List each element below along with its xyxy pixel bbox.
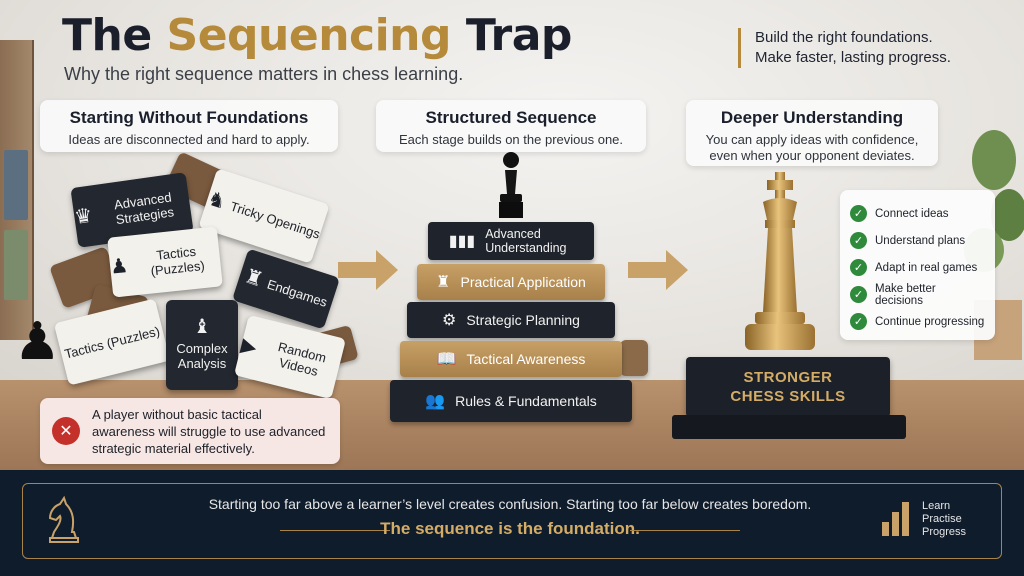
knight-icon bbox=[48, 495, 79, 543]
footer-banner: Starting too far above a learner’s level… bbox=[0, 470, 1024, 576]
left-description: Ideas are disconnected and hard to apply… bbox=[68, 132, 310, 147]
footer-frame bbox=[22, 483, 1002, 559]
book-icon: 📖 bbox=[436, 351, 457, 368]
arrow-right-icon bbox=[666, 250, 688, 290]
crown-icon: ♛ bbox=[72, 204, 94, 229]
king-piece-icon bbox=[745, 172, 815, 350]
step-rules-fundamentals: 👥 Rules & Fundamentals bbox=[390, 380, 632, 422]
pawn-icon: ♟ bbox=[109, 254, 130, 279]
people-icon: 👥 bbox=[425, 393, 446, 410]
bar-chart-icon: ▮▮▮ bbox=[448, 233, 476, 250]
right-heading-card: Deeper Understanding You can apply ideas… bbox=[686, 100, 938, 166]
page-subtitle: Why the right sequence matters in chess … bbox=[64, 64, 464, 84]
step-tactical-awareness: 📖 Tactical Awareness bbox=[400, 341, 622, 377]
check-icon: ✓ bbox=[850, 286, 867, 303]
close-icon: ✕ bbox=[52, 417, 80, 445]
play-icon: ▶ bbox=[238, 333, 260, 359]
black-pawn-piece: ♟ bbox=[14, 313, 61, 371]
list-item: ✓Understand plans bbox=[850, 227, 985, 254]
list-item: ✓Make better decisions bbox=[850, 281, 985, 308]
list-item: ✓Continue progressing bbox=[850, 308, 985, 335]
rook-icon: ♜ bbox=[436, 274, 451, 291]
list-item: ✓Connect ideas bbox=[850, 200, 985, 227]
arrow-right-icon bbox=[376, 250, 398, 290]
block-complex-analysis: ♝ Complex Analysis bbox=[166, 300, 238, 390]
check-icon: ✓ bbox=[850, 232, 867, 249]
pawn-icon bbox=[499, 152, 523, 218]
footer-message: Starting too far above a learner’s level… bbox=[208, 496, 812, 512]
rook-icon: ♜ bbox=[241, 264, 266, 292]
page-title: The Sequencing Trap bbox=[62, 10, 572, 61]
left-heading-card: Starting Without Foundations Ideas are d… bbox=[40, 100, 338, 152]
center-heading-card: Structured Sequence Each stage builds on… bbox=[376, 100, 646, 152]
check-icon: ✓ bbox=[850, 205, 867, 222]
step-strategic-planning: ⚙ Strategic Planning bbox=[407, 302, 615, 338]
pedestal: STRONGER CHESS SKILLS bbox=[686, 357, 890, 417]
check-icon: ✓ bbox=[850, 313, 867, 330]
block-tactics-puzzles-1: ♟ Tactics (Puzzles) bbox=[107, 226, 223, 298]
background-shelf bbox=[0, 40, 34, 340]
check-icon: ✓ bbox=[850, 259, 867, 276]
pedestal-line1: STRONGER bbox=[743, 369, 833, 386]
center-description: Each stage builds on the previous one. bbox=[398, 132, 624, 147]
tagline: Build the right foundations. Make faster… bbox=[738, 28, 951, 68]
step-practical-application: ♜ Practical Application bbox=[417, 264, 605, 300]
step-advanced-understanding: ▮▮▮ Advanced Understanding bbox=[428, 222, 594, 260]
bishop-icon: ♝ bbox=[193, 315, 211, 338]
list-item: ✓Adapt in real games bbox=[850, 254, 985, 281]
benefits-checklist: ✓Connect ideas ✓Understand plans ✓Adapt … bbox=[840, 190, 995, 340]
knight-icon: ♞ bbox=[204, 186, 229, 214]
warning-box: ✕ A player without basic tactical awaren… bbox=[40, 398, 340, 464]
footer-legend: Learn Practise Progress bbox=[922, 500, 967, 538]
footer-key-message: The sequence is the foundation. bbox=[380, 519, 640, 538]
warning-text: A player without basic tactical awarenes… bbox=[92, 406, 326, 456]
bar-chart-icon bbox=[882, 502, 909, 536]
left-heading: Starting Without Foundations bbox=[69, 108, 309, 127]
pedestal-base bbox=[672, 415, 906, 439]
right-description: You can apply ideas with confidence,even… bbox=[705, 132, 919, 163]
center-heading: Structured Sequence bbox=[425, 108, 597, 127]
gear-icon: ⚙ bbox=[442, 312, 457, 329]
right-heading: Deeper Understanding bbox=[720, 108, 904, 127]
pedestal-line2: CHESS SKILLS bbox=[730, 388, 846, 405]
